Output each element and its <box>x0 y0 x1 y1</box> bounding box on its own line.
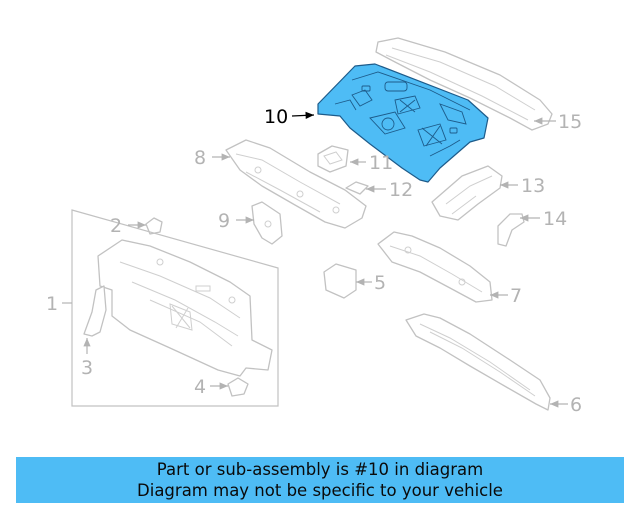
callout-11: 11 <box>369 152 393 174</box>
part-7-rail[interactable] <box>377 231 493 303</box>
part-1-rear-panel[interactable] <box>97 239 273 377</box>
part-4-clip[interactable] <box>227 377 249 397</box>
part-3-brace[interactable] <box>83 285 107 337</box>
part-6-lower-rail[interactable] <box>405 313 551 411</box>
part-14-bracket[interactable] <box>497 213 525 247</box>
callout-10: 10 <box>264 106 288 128</box>
callout-6: 6 <box>570 394 582 416</box>
banner-line-2: Diagram may not be specific to your vehi… <box>137 481 503 500</box>
callout-5: 5 <box>374 272 386 294</box>
callout-7: 7 <box>510 285 522 307</box>
part-10-rear-shelf-panel[interactable] <box>317 63 489 183</box>
callout-14: 14 <box>543 208 567 230</box>
callout-15: 15 <box>558 111 582 133</box>
callout-2: 2 <box>110 215 122 237</box>
callout-12: 12 <box>389 179 413 201</box>
callout-1: 1 <box>46 293 58 315</box>
part-11-bracket[interactable] <box>317 145 349 173</box>
parts-diagram: 10 15 8 11 12 13 14 2 9 1 3 4 <box>46 37 582 416</box>
callout-8: 8 <box>194 147 206 169</box>
callout-9: 9 <box>218 210 230 232</box>
callout-4: 4 <box>194 376 206 398</box>
callouts: 10 15 8 11 12 13 14 2 9 1 3 4 <box>46 106 582 416</box>
banner-line-1: Part or sub-assembly is #10 in diagram <box>156 460 484 479</box>
part-5-plate[interactable] <box>323 263 357 299</box>
assembly-box <box>71 209 279 407</box>
part-15-package-tray-upper[interactable] <box>375 37 553 131</box>
part-12-patch[interactable] <box>345 181 369 195</box>
part-10-body <box>317 63 489 183</box>
callout-3: 3 <box>81 357 93 379</box>
info-banner: Part or sub-assembly is #10 in diagram D… <box>16 457 624 503</box>
callout-13: 13 <box>521 175 545 197</box>
part-13-reinforcement[interactable] <box>431 165 503 221</box>
part-9-plate[interactable] <box>251 201 283 245</box>
part-8-side-rail[interactable] <box>225 139 367 229</box>
